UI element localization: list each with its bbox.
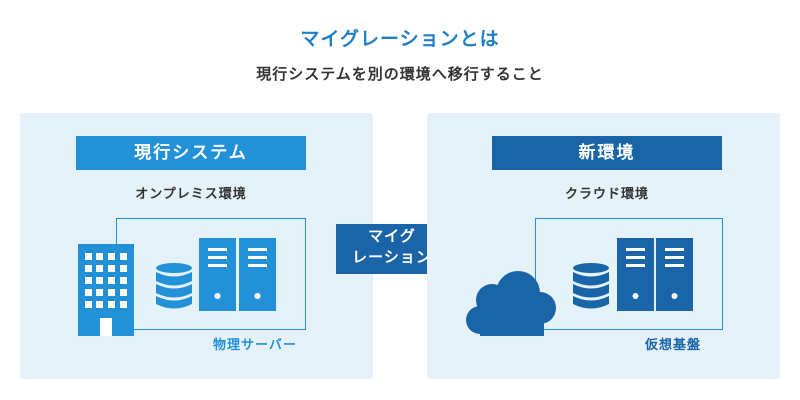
server-icon [239,238,276,311]
new-environment-header: 新環境 [492,136,722,170]
migration-arrow-label: マイグ レーション [336,226,448,268]
database-icon [155,263,193,309]
diagram-subtitle: 現行システムを別の環境へ移行すること [256,65,544,83]
on-premise-label: オンプレミス環境 [135,187,247,202]
cloud-environment-label: クラウド環境 [564,187,649,202]
virtual-platform-label: 仮想基盤 [645,338,702,353]
server-icon [199,238,236,311]
migration-label-line2: レーション [352,248,432,266]
diagram-title: マイグレーションとは [300,28,500,50]
migration-label-line1: マイグ [368,227,416,245]
physical-server-label: 物理サーバー [213,338,297,353]
cloud-icon [466,270,558,336]
server-icon [617,238,654,311]
building-icon [78,244,134,336]
virtual-platform-frame [535,218,723,330]
server-icon [656,238,693,311]
database-icon [572,263,610,309]
current-system-header: 現行システム [76,136,306,170]
